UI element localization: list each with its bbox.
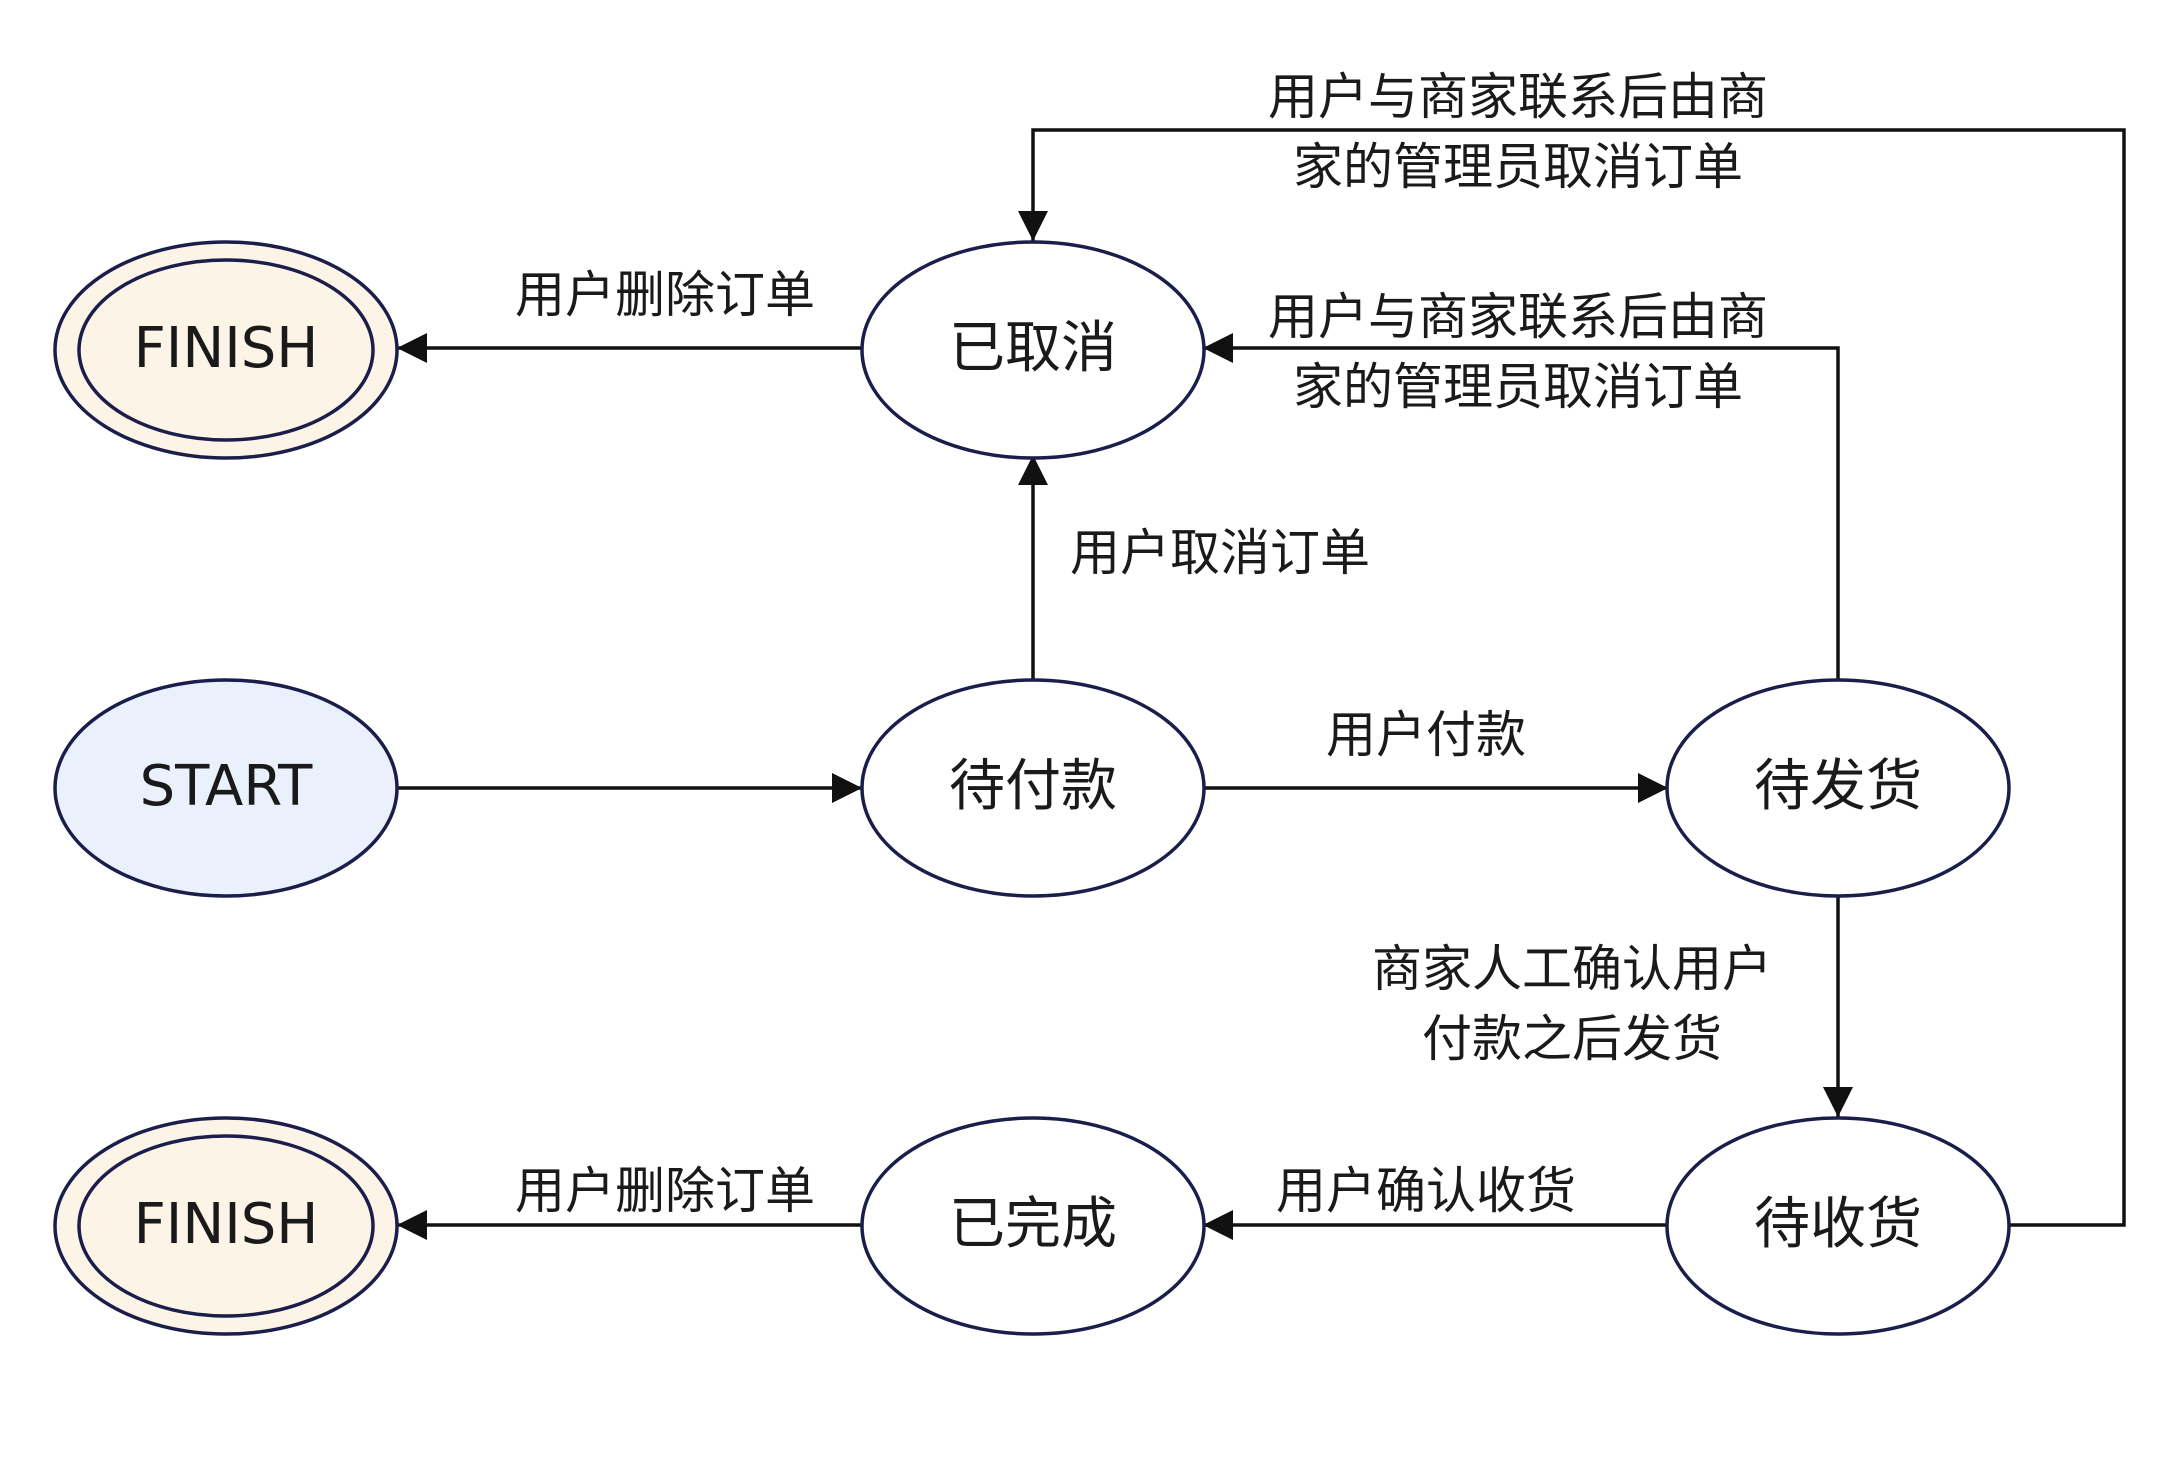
edge-label-shipment-to-receipt-line1: 商家人工确认用户 [1372,940,1772,998]
edge-shipment-to-cancelled [1203,333,1840,680]
state-cancelled: 已取消 [860,240,1206,460]
edge-label-receipt-to-cancelled-line2: 家的管理员取消订单 [1293,138,1743,196]
finish-node-bottom: FINISH [53,1116,399,1336]
finish-node-top: FINISH [53,240,399,460]
finish-label-bottom: FINISH [134,1192,319,1257]
start-label: START [140,754,314,819]
state-pending-payment-label: 待付款 [949,754,1117,819]
finish-label-top: FINISH [134,316,319,381]
edge-label-completed-to-finish: 用户删除订单 [515,1162,815,1220]
state-pending-shipment: 待发货 [1665,678,2011,898]
start-node: START [53,678,399,898]
edge-label-payment-to-cancelled: 用户取消订单 [1070,524,1370,582]
edge-label-shipment-to-receipt-line2: 付款之后发货 [1422,1010,1722,1068]
state-completed: 已完成 [860,1116,1206,1336]
edge-label-payment-to-shipment: 用户付款 [1326,706,1526,764]
state-pending-receipt: 待收货 [1665,1116,2011,1336]
state-cancelled-label: 已取消 [949,316,1117,381]
edge-label-shipment-to-cancelled-line1: 用户与商家联系后由商 [1268,288,1768,346]
state-completed-label: 已完成 [949,1192,1117,1257]
edge-label-shipment-to-cancelled-line2: 家的管理员取消订单 [1293,358,1743,416]
state-pending-shipment-label: 待发货 [1754,754,1922,819]
state-pending-payment: 待付款 [860,678,1206,898]
edge-receipt-to-cancelled [1018,128,2126,1227]
edge-label-cancelled-to-finish: 用户删除订单 [515,266,815,324]
state-pending-receipt-label: 待收货 [1754,1192,1922,1257]
edge-label-receipt-to-completed: 用户确认收货 [1276,1162,1576,1220]
edge-label-receipt-to-cancelled-line1: 用户与商家联系后由商 [1268,68,1768,126]
